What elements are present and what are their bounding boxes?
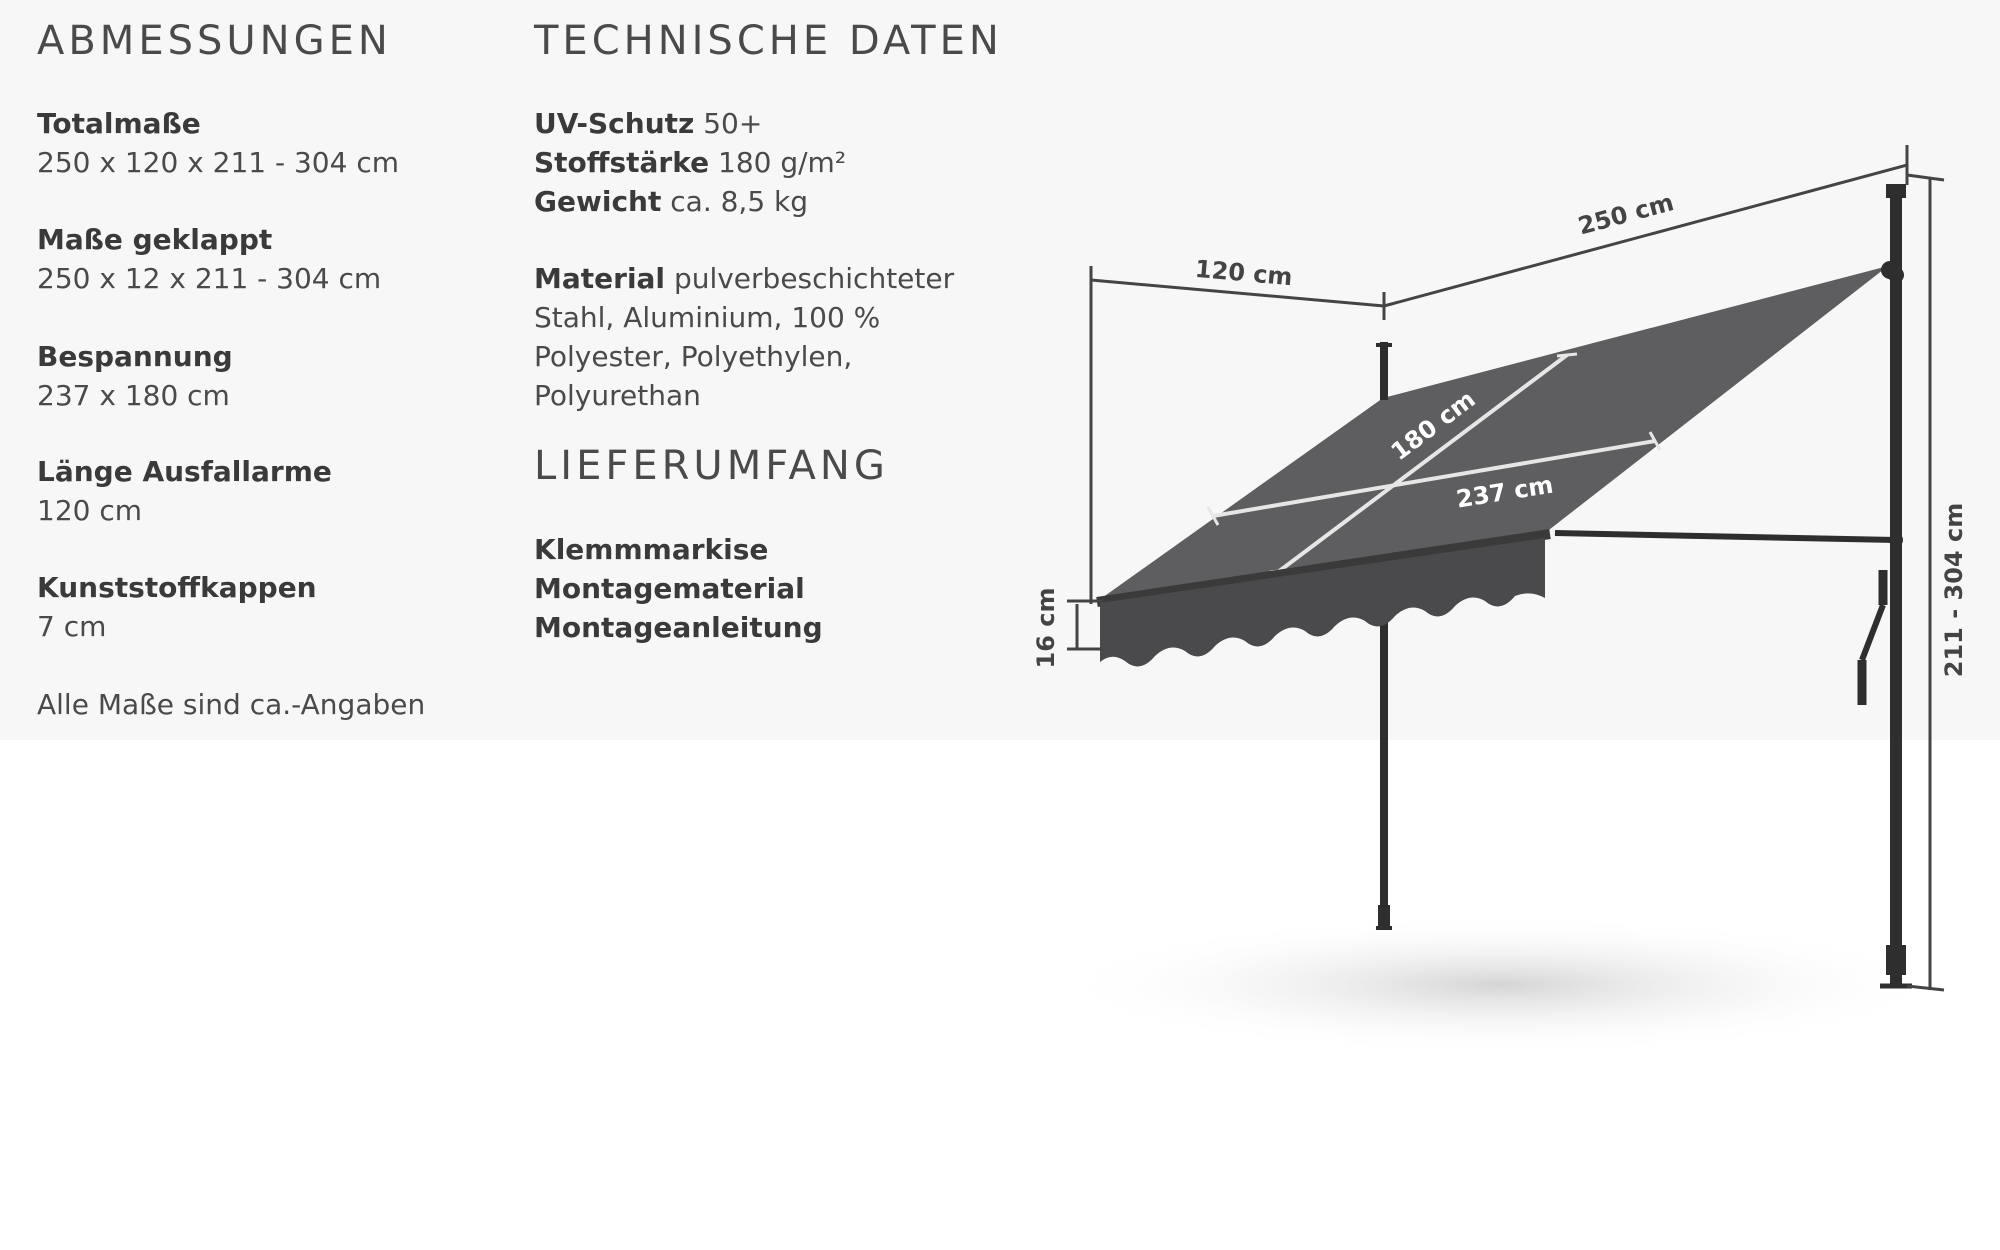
uv-schutz-row: UV-Schutz 50+ bbox=[534, 104, 846, 143]
bracket-joint bbox=[1881, 261, 1899, 279]
stoffstaerke-label: Stoffstärke bbox=[534, 146, 710, 179]
material-value-line1: pulverbeschichteter bbox=[673, 262, 955, 295]
awning-diagram: 120 cm 250 cm 180 cm 237 cm 16 cm 211 - … bbox=[1032, 145, 1968, 1055]
dimension-lines bbox=[1067, 145, 1945, 992]
rear-pole bbox=[1880, 184, 1912, 989]
spec-value: 250 x 120 x 211 - 304 cm bbox=[37, 146, 399, 179]
dim-height-label: 211 - 304 cm bbox=[1940, 503, 1968, 677]
spec-label: Bespannung bbox=[37, 340, 233, 373]
stoffstaerke-value: 180 g/m² bbox=[718, 146, 847, 179]
spec-kunststoffkappen: Kunststoffkappen 7 cm bbox=[37, 568, 317, 646]
lieferumfang-heading: LIEFERUMFANG bbox=[534, 443, 889, 489]
awning-valance bbox=[1100, 538, 1545, 667]
lieferumfang-item: Montagematerial bbox=[534, 572, 805, 605]
material-value-line3: Polyester, Polyethylen, bbox=[534, 340, 853, 373]
spec-label: Maße geklappt bbox=[37, 223, 273, 256]
dimensions-note: Alle Maße sind ca.-Angaben bbox=[37, 688, 426, 721]
front-bar bbox=[1096, 529, 1551, 607]
technische-daten-heading: TECHNISCHE DATEN bbox=[534, 18, 1003, 64]
spec-bespannung: Bespannung 237 x 180 cm bbox=[37, 337, 233, 415]
awning-fabric bbox=[1099, 266, 1888, 600]
dim-depth-label: 120 cm bbox=[1194, 255, 1294, 291]
tick-mark bbox=[1556, 352, 1578, 358]
material-label: Material bbox=[534, 262, 666, 295]
lieferumfang-item: Klemmmarkise bbox=[534, 533, 769, 566]
lieferumfang-list: Klemmmarkise Montagematerial Montageanle… bbox=[534, 530, 823, 647]
spec-laenge-ausfallarme: Länge Ausfallarme 120 cm bbox=[37, 452, 332, 530]
stoffstaerke-row: Stoffstärke 180 g/m² bbox=[534, 143, 846, 182]
spec-value: 250 x 12 x 211 - 304 cm bbox=[37, 262, 382, 295]
spec-totalmasse: Totalmaße 250 x 120 x 211 - 304 cm bbox=[37, 104, 399, 182]
tech-specs-list: UV-Schutz 50+ Stoffstärke 180 g/m² Gewic… bbox=[534, 104, 846, 221]
uv-schutz-label: UV-Schutz bbox=[534, 107, 695, 140]
fabric-width-line bbox=[1212, 439, 1656, 518]
spec-label: Totalmaße bbox=[37, 107, 201, 140]
spec-value: 237 x 180 cm bbox=[37, 379, 230, 412]
material-value-line4: Polyurethan bbox=[534, 379, 701, 412]
material-value-line2: Stahl, Aluminium, 100 % bbox=[534, 301, 881, 334]
tick-mark bbox=[1206, 506, 1220, 526]
lieferumfang-item: Montageanleitung bbox=[534, 611, 823, 644]
spec-masse-geklappt: Maße geklappt 250 x 12 x 211 - 304 cm bbox=[37, 220, 381, 298]
spec-value: 7 cm bbox=[37, 610, 107, 643]
fabric-depth-line bbox=[1276, 353, 1569, 574]
ground-shadow bbox=[1050, 915, 1950, 1055]
tick-mark bbox=[1648, 431, 1662, 451]
crank-handle bbox=[1857, 570, 1888, 705]
gewicht-value: ca. 8,5 kg bbox=[670, 185, 809, 218]
material-spec: Material pulverbeschichteter Stahl, Alum… bbox=[534, 259, 954, 415]
spec-value: 120 cm bbox=[37, 494, 143, 527]
gewicht-label: Gewicht bbox=[534, 185, 662, 218]
dim-valance-label: 16 cm bbox=[1032, 588, 1060, 669]
gewicht-row: Gewicht ca. 8,5 kg bbox=[534, 182, 846, 221]
material-row: Material pulverbeschichteter bbox=[534, 259, 954, 298]
spec-label: Länge Ausfallarme bbox=[37, 455, 332, 488]
support-arm bbox=[1554, 530, 1897, 543]
spec-label: Kunststoffkappen bbox=[37, 571, 317, 604]
abmessungen-heading: ABMESSUNGEN bbox=[37, 18, 392, 64]
uv-schutz-value: 50+ bbox=[703, 107, 763, 140]
